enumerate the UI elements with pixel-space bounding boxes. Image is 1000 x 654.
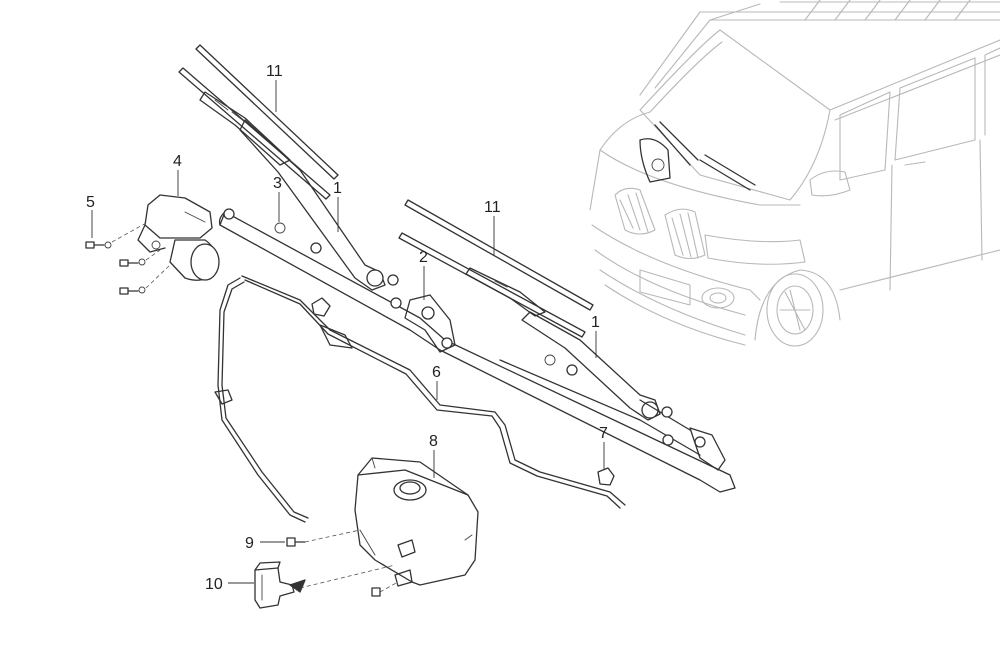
wiper-blade-right bbox=[398, 199, 594, 338]
wiper-arm-right bbox=[521, 311, 661, 421]
washer-hose bbox=[214, 275, 626, 523]
washer-pump bbox=[254, 561, 396, 609]
callout-11-left: 11 bbox=[266, 63, 283, 80]
wiper-blade-left bbox=[178, 44, 339, 200]
callout-7: 7 bbox=[599, 425, 608, 442]
wiper-linkage bbox=[218, 208, 736, 493]
callout-6: 6 bbox=[432, 364, 441, 381]
leader-lines bbox=[91, 80, 605, 584]
reservoir-bolt bbox=[286, 529, 399, 597]
wiper-motor bbox=[137, 194, 220, 281]
callout-4: 4 bbox=[173, 153, 182, 170]
callout-2: 2 bbox=[419, 249, 428, 266]
callout-9: 9 bbox=[245, 535, 254, 552]
callout-1-right: 1 bbox=[591, 314, 600, 331]
callout-5: 5 bbox=[86, 194, 95, 211]
callout-labels: 11 3 1 4 5 11 2 1 6 7 8 9 10 bbox=[86, 63, 608, 593]
callout-8: 8 bbox=[429, 433, 438, 450]
motor-bolts bbox=[85, 221, 171, 295]
wiper-arm-left bbox=[239, 119, 386, 291]
van-illustration bbox=[589, 0, 1000, 347]
callout-11-right: 11 bbox=[484, 199, 501, 216]
washer-reservoir bbox=[354, 457, 479, 587]
callout-10: 10 bbox=[205, 576, 223, 593]
callout-1-left: 1 bbox=[333, 180, 342, 197]
callout-3: 3 bbox=[273, 175, 282, 192]
